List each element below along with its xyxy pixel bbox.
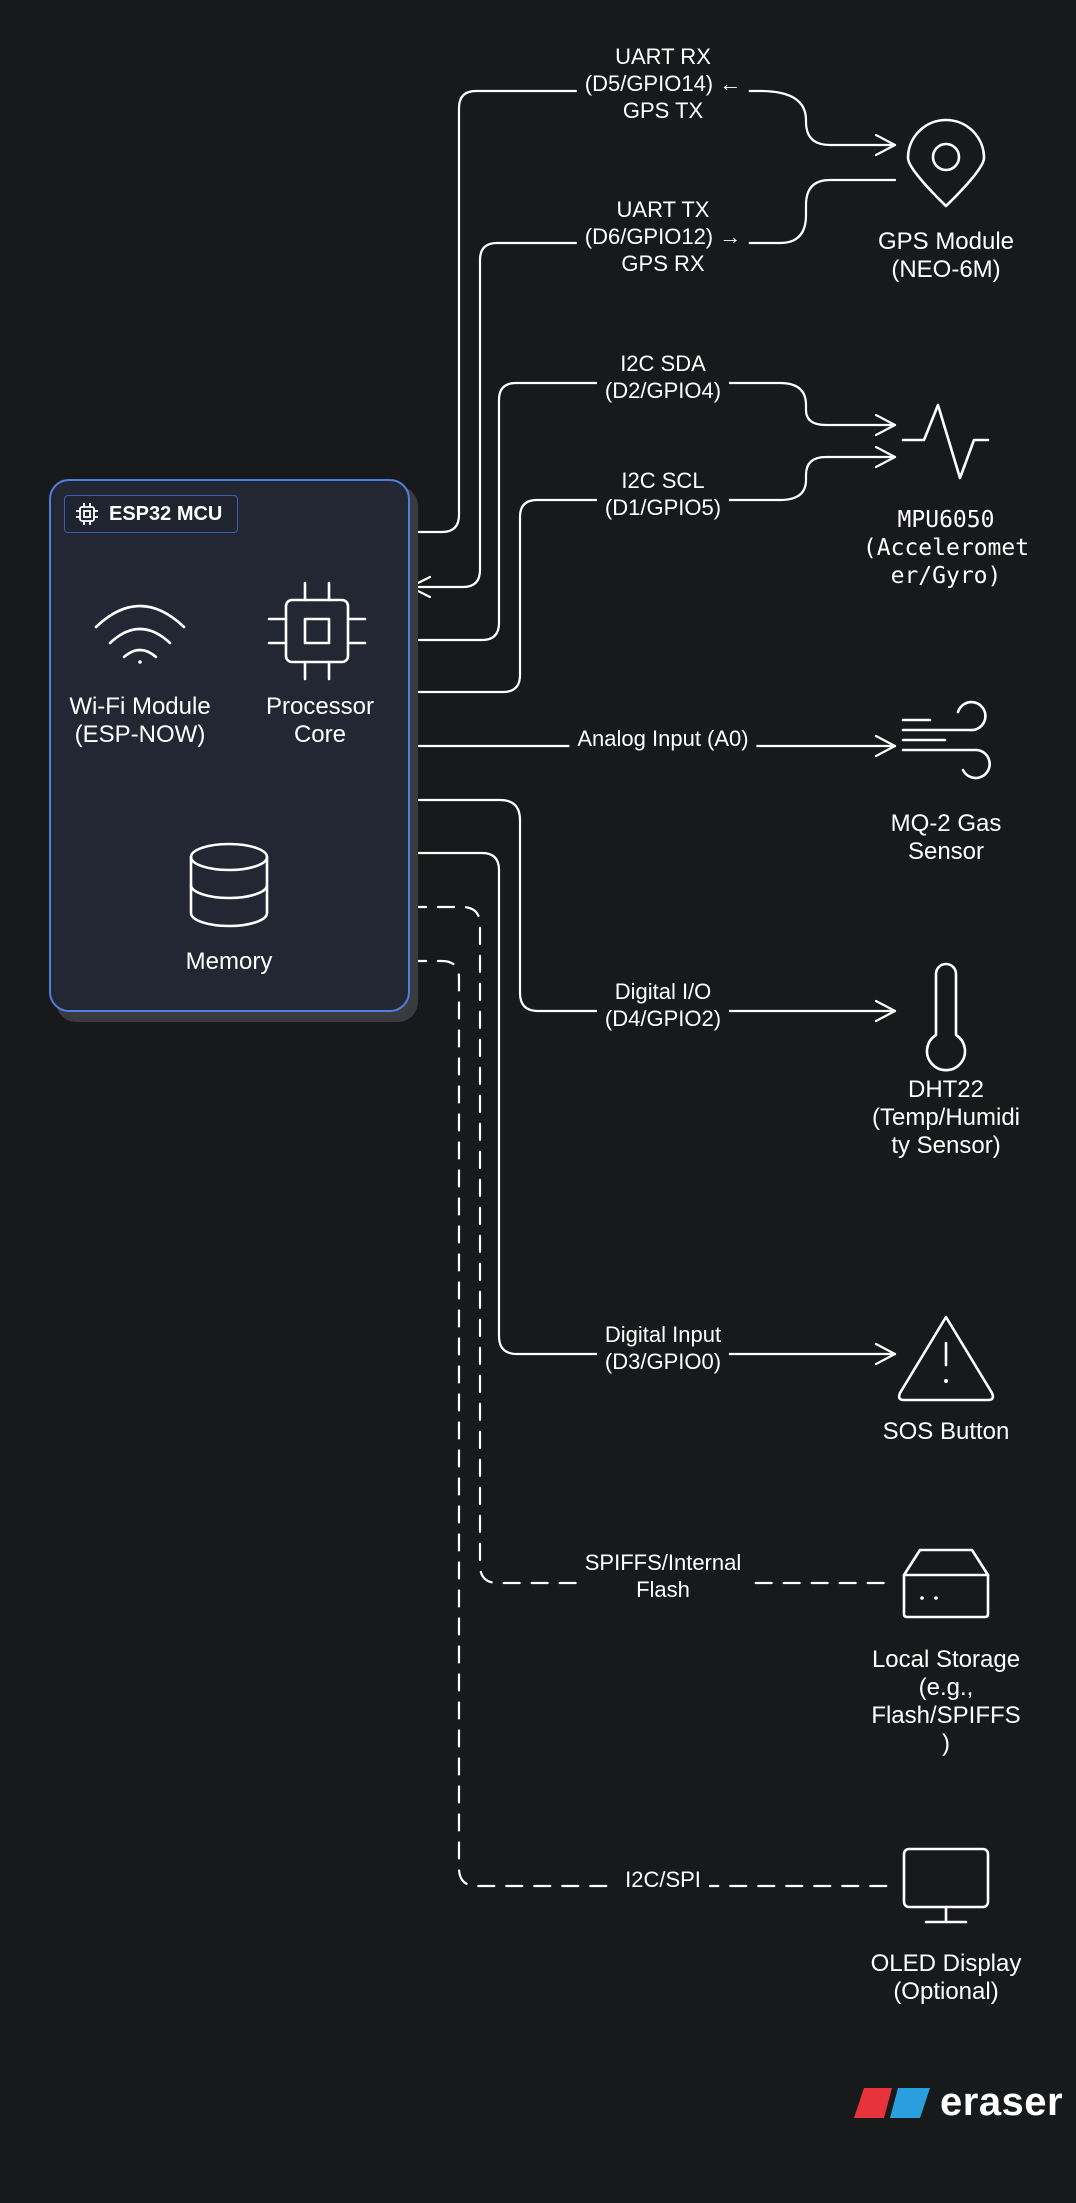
dht22-label: DHT22 (Temp/Humidi ty Sensor)	[871, 1076, 1021, 1159]
mpu6050-label: MPU6050 (Acceleromet er/Gyro)	[862, 507, 1030, 589]
i2c-sda-arrowhead	[874, 413, 897, 437]
gas-sensor-label: MQ-2 Gas Sensor	[890, 810, 1002, 865]
wind-icon	[901, 700, 991, 780]
cpu-icon	[76, 503, 98, 525]
alert-triangle-icon	[897, 1315, 995, 1402]
local-storage-label: Local Storage (e.g., Flash/SPIFFS )	[871, 1646, 1021, 1757]
i2c-sda-label: I2C SDA (D2/GPIO4)	[596, 350, 730, 404]
monitor-icon	[902, 1847, 990, 1924]
eraser-wordmark: eraser	[940, 2080, 1064, 2124]
i2c-spi-label: I2C/SPI	[617, 1866, 709, 1893]
mcu-title-badge: ESP32 MCU	[64, 495, 238, 533]
map-pin-icon	[906, 118, 986, 208]
uart-rx-arrowhead	[874, 133, 897, 157]
digital-input-label: Digital Input (D3/GPIO0)	[596, 1321, 730, 1375]
mcu-title: ESP32 MCU	[109, 502, 223, 525]
sos-button-label: SOS Button	[882, 1418, 1010, 1445]
digital-input-arrowhead	[874, 1342, 897, 1366]
oled-display-label: OLED Display (Optional)	[870, 1950, 1022, 2005]
digital-io-line	[408, 798, 897, 1013]
spiffs-line[interactable]	[408, 905, 897, 1585]
analog-arrowhead	[874, 734, 897, 758]
gps-module-label: GPS Module (NEO-6M)	[877, 228, 1015, 283]
i2c-scl-label: I2C SCL (D1/GPIO5)	[596, 467, 730, 521]
i2c-spi-line[interactable]	[408, 959, 897, 1888]
digital-io-label: Digital I/O (D4/GPIO2)	[596, 978, 730, 1032]
uart-tx-label: UART TX (D6/GPIO12) → GPS RX	[576, 196, 750, 277]
eraser-logo[interactable]: eraser	[854, 2080, 1063, 2125]
hard-drive-icon	[902, 1548, 990, 1619]
wifi-module-label: Wi-Fi Module (ESP-NOW)	[69, 693, 211, 748]
eraser-logo-mark	[854, 2087, 930, 2118]
memory-label: Memory	[185, 948, 273, 975]
i2c-scl-arrowhead	[874, 445, 897, 469]
activity-icon	[901, 403, 990, 480]
uart-rx-label: UART RX (D5/GPIO14) ← GPS TX	[576, 43, 750, 124]
analog-label: Analog Input (A0)	[569, 725, 757, 752]
thermometer-icon	[925, 962, 967, 1072]
processor-core-label: Processor Core	[265, 693, 375, 748]
uart-rx-line	[408, 89, 897, 534]
digital-io-arrowhead	[874, 999, 897, 1023]
digital-input-line	[408, 851, 897, 1356]
spiffs-label: SPIFFS/Internal Flash	[576, 1549, 750, 1603]
